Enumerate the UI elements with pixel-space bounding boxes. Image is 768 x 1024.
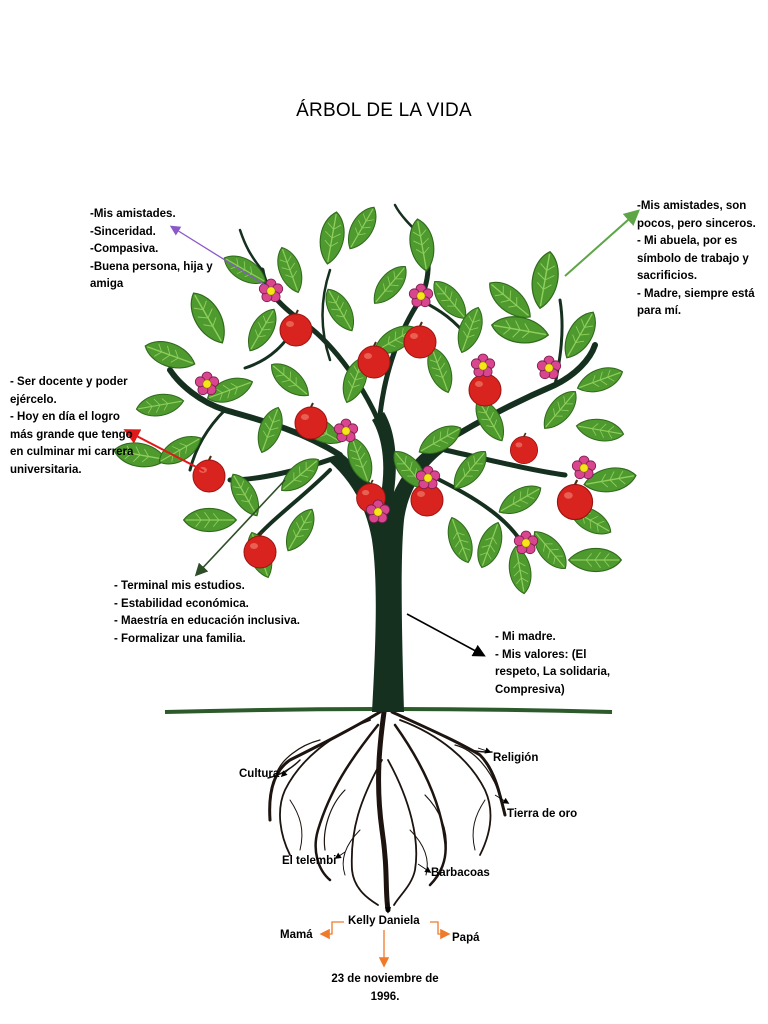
root-label-cultura: Cultura (239, 768, 280, 780)
family-mama: Mamá (280, 929, 313, 941)
note-line: - Hoy en día el logro más grande que ten… (10, 411, 134, 476)
note-top-right: -Mis amistades, son pocos, pero sinceros… (637, 198, 765, 321)
note-line: - Ser docente y poder ejércelo. (10, 376, 128, 406)
arrow-religion (477, 747, 492, 754)
trunk (330, 412, 446, 712)
arrow-green (564, 209, 640, 277)
root-label-telembi: El telembi (282, 855, 337, 867)
note-line: - Estabilidad económica. (114, 597, 249, 610)
note-mid-left: - Ser docente y poder ejércelo. - Hoy en… (10, 374, 138, 479)
arrow-black (406, 613, 486, 657)
note-line: - Formalizar una familia. (114, 632, 246, 645)
arrow-telembi (334, 851, 346, 859)
arrow-purple (169, 225, 266, 286)
note-line: - Mi abuela, por es símbolo de trabajo y… (637, 235, 749, 282)
note-line: -Sinceridad. (90, 225, 156, 238)
note-bottom-right: - Mi madre. - Mis valores: (El respeto, … (495, 629, 620, 699)
note-line: -Compasiva. (90, 243, 159, 255)
note-line: -Mis amistades, son pocos, pero sinceros… (637, 200, 756, 230)
arrow-barbacoas (417, 863, 432, 873)
note-line: -Buena persona, hija y amiga (90, 260, 213, 291)
root-label-tierra: Tierra de oro (507, 808, 578, 820)
family-papa: Papá (452, 932, 480, 944)
note-line: - Mis valores: (El respeto, La solidaria… (495, 648, 611, 696)
root-label-religion: Religión (493, 752, 539, 764)
note-line: -Mis amistades. (90, 208, 176, 220)
arrow-cultura (280, 767, 291, 778)
note-line: - Madre, siempre está para mí. (637, 287, 755, 318)
note-bottom-left: - Terminal mis estudios. - Estabilidad e… (114, 578, 334, 648)
root-label-barbacoas: Barbacoas (431, 867, 490, 879)
roots (267, 702, 507, 913)
arrow-tierra (494, 794, 510, 804)
note-line: - Terminal mis estudios. (114, 580, 245, 592)
arrow-red (123, 429, 205, 472)
birth-date: 23 de noviembre de 1996. (331, 973, 439, 1003)
note-line: - Maestría en educación inclusiva. (114, 615, 300, 627)
arrow-dark-green (194, 479, 286, 577)
family-name: Kelly Daniela (348, 915, 420, 927)
note-top-left: -Mis amistades. -Sinceridad. -Compasiva.… (90, 206, 240, 294)
family-arrows (319, 921, 451, 968)
page-title: ÁRBOL DE LA VIDA (296, 100, 472, 121)
note-line: - Mi madre. (495, 631, 556, 643)
